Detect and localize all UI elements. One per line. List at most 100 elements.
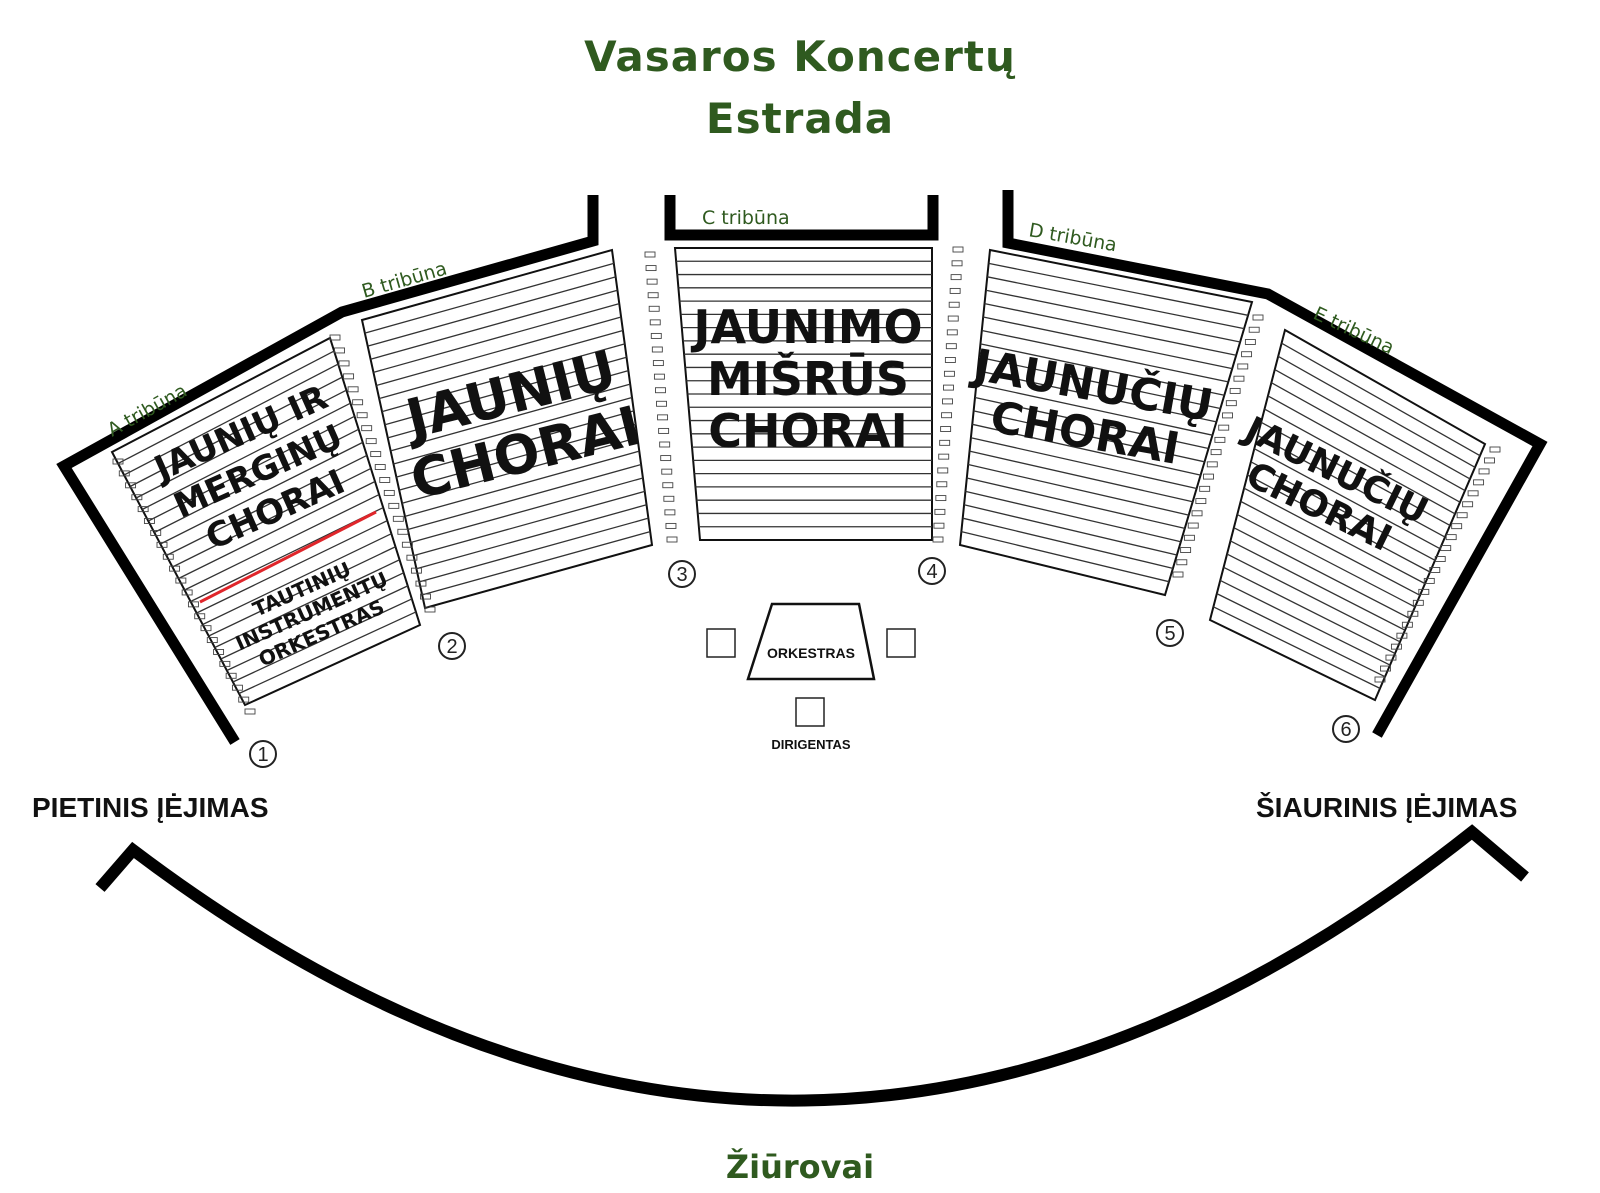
- seat-row-line: [410, 477, 644, 544]
- block-a: [110, 336, 422, 707]
- aisle-step: [410, 567, 422, 574]
- aisle-step: [658, 427, 670, 434]
- aisle-step: [1244, 339, 1256, 345]
- aisle-step: [169, 565, 181, 572]
- aisle-step: [383, 489, 395, 496]
- aisle-step: [415, 580, 427, 587]
- aisle-step: [118, 470, 130, 477]
- seat-row-line: [413, 490, 645, 557]
- seat-row-line: [404, 450, 640, 517]
- aisle-step: [150, 529, 162, 536]
- aisle-step: [1396, 632, 1408, 639]
- audience-arc: [95, 824, 1529, 1107]
- block-d: [958, 248, 1254, 597]
- outer-walls: [56, 190, 1548, 745]
- aisle-step: [181, 589, 193, 596]
- seat-row-line: [387, 370, 629, 439]
- gate-marker-6: 6: [1332, 715, 1360, 743]
- map-title-line2: Estrada: [705, 94, 895, 143]
- aisle-step: [1191, 510, 1203, 517]
- aisle-step: [950, 274, 962, 281]
- aisle-step: [649, 319, 661, 326]
- wall-c: [664, 195, 939, 241]
- aisle-step: [650, 332, 662, 339]
- seat-row-line: [135, 389, 347, 499]
- aisle-step: [231, 684, 243, 691]
- aisle-step: [646, 278, 658, 285]
- aisle-step: [329, 334, 341, 341]
- seat-row-line: [968, 463, 1189, 516]
- orchestra-area: ORKESTRAS DIRIGENTAS: [706, 602, 916, 752]
- seat-row-line: [988, 262, 1249, 316]
- aisle-step: [1429, 567, 1441, 573]
- seat-row-line: [396, 410, 634, 478]
- seat-row-line: [1226, 553, 1401, 643]
- aisle-step: [1210, 449, 1222, 456]
- seat-row-line: [983, 316, 1233, 370]
- aisle-step: [1407, 610, 1419, 617]
- aisle-step: [356, 412, 368, 419]
- gate-number-4: 4: [926, 561, 937, 583]
- seat-row-line: [1257, 434, 1446, 538]
- aisle-step: [943, 370, 955, 377]
- aisle-step: [194, 613, 206, 620]
- aisle-step: [1195, 498, 1207, 505]
- aisle-step: [1401, 621, 1413, 628]
- aisle-step: [401, 541, 413, 548]
- aisle-step: [1434, 556, 1446, 562]
- seat-row-line: [1281, 342, 1481, 457]
- aisle-step: [946, 329, 958, 336]
- gate-number-5: 5: [1164, 623, 1175, 645]
- seat-row-line: [196, 520, 388, 614]
- seat-row-line: [373, 303, 620, 373]
- aisle-step: [1241, 351, 1253, 358]
- aisle-step: [938, 453, 950, 460]
- conductor-label: DIRIGENTAS: [771, 737, 851, 752]
- seat-row-line: [419, 517, 649, 583]
- aisle-step: [942, 398, 953, 405]
- aisle-step: [1233, 375, 1245, 382]
- aisle-step: [1176, 559, 1188, 566]
- choir-c-line1: JAUNIMO: [690, 300, 922, 354]
- aisle-step: [948, 301, 960, 308]
- aisle-step: [663, 495, 675, 502]
- seat-row-line: [962, 517, 1174, 569]
- seat-row-line: [969, 450, 1193, 503]
- aisle-step: [952, 246, 964, 253]
- aisle-step: [131, 494, 143, 501]
- seat-row-line: [965, 490, 1181, 543]
- aisle-step: [1252, 314, 1264, 321]
- aisle-step: [940, 426, 952, 432]
- aisle-step: [1478, 468, 1490, 475]
- seat-row-line: [160, 441, 364, 545]
- seat-row-line: [232, 598, 413, 683]
- aisle-step: [137, 506, 149, 513]
- seat-row-line: [984, 302, 1237, 356]
- aisle-step: [1418, 588, 1430, 595]
- aisle-step: [1423, 577, 1435, 584]
- aisle-step: [648, 305, 660, 312]
- seat-row-line: [220, 572, 404, 660]
- seat-row-line: [154, 428, 359, 534]
- tribune-label-c: C tribūna: [702, 207, 790, 229]
- aisle-step: [1412, 599, 1424, 606]
- aisle-step: [206, 637, 218, 644]
- aisle-step: [932, 536, 944, 543]
- aisle-step: [162, 553, 174, 560]
- aisle-step: [397, 528, 409, 535]
- seat-row-line: [390, 383, 631, 452]
- aisle-step: [1237, 363, 1249, 370]
- aisle-step: [939, 439, 951, 446]
- seat-row-line: [985, 289, 1241, 343]
- seat-row-line: [976, 383, 1213, 436]
- aisle-step: [244, 708, 256, 715]
- aisle-step: [665, 522, 677, 529]
- aisle-step: [213, 649, 225, 655]
- seat-row-line: [172, 467, 372, 568]
- seat-row-line: [972, 423, 1201, 476]
- aisle-step: [238, 696, 250, 703]
- gate-number-2: 2: [446, 636, 457, 658]
- seat-row-line: [1264, 408, 1456, 515]
- aisle-step: [1440, 545, 1452, 552]
- aisle-step: [666, 536, 678, 543]
